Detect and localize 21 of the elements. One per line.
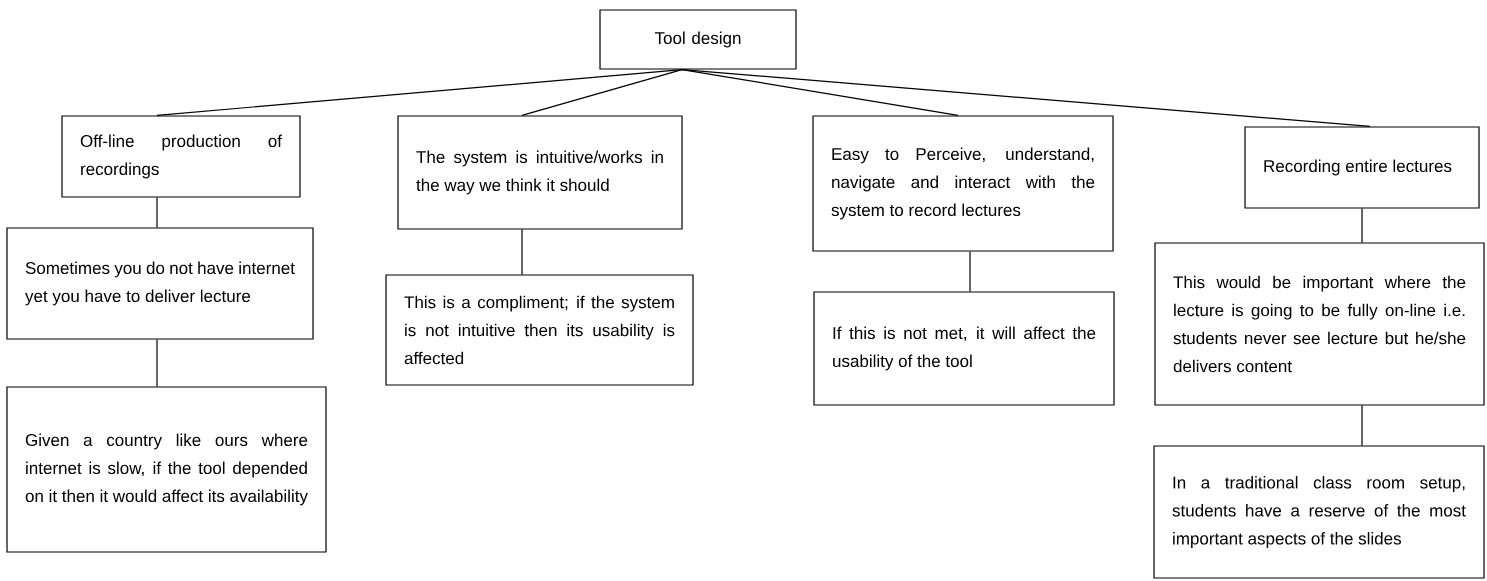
text-box: The system is intuitive/works in the way we think it should	[397, 115, 683, 230]
connector-line	[156, 69, 683, 116]
connector-line	[681, 69, 959, 116]
text-box: In a traditional class room setup, students have a reserve of the most important aspects of the slides	[1153, 445, 1485, 579]
connector-line	[521, 229, 523, 275]
text-box: This is a compliment; if the system is not intuitive then its usability is affected	[385, 274, 694, 386]
connector-line	[156, 339, 158, 387]
connector-line	[521, 69, 683, 116]
text-box: Sometimes you do not have internet yet you have to deliver lecture	[6, 227, 314, 340]
connector-line	[681, 69, 1371, 127]
text-box: Easy to Perceive, understand, navigate and interact with the system to record lectures	[812, 115, 1114, 252]
connector-line	[969, 251, 971, 292]
text-box: Recording entire lectures	[1244, 126, 1480, 209]
connector-line	[1361, 208, 1363, 243]
text-box: Off-line production of recordings	[61, 115, 301, 198]
connector-line	[1361, 405, 1363, 446]
text-box: Given a country like ours where internet is slow, if the tool depended on it then it would affect its availability	[6, 386, 327, 553]
text-box: This would be important where the lecture is going to be fully on-line i.e. students never see lecture but he/she delivers content	[1154, 242, 1485, 406]
connector-line	[156, 197, 158, 228]
root-box: Tool design	[599, 9, 797, 70]
text-box: If this is not met, it will affect the usability of the tool	[813, 291, 1115, 406]
